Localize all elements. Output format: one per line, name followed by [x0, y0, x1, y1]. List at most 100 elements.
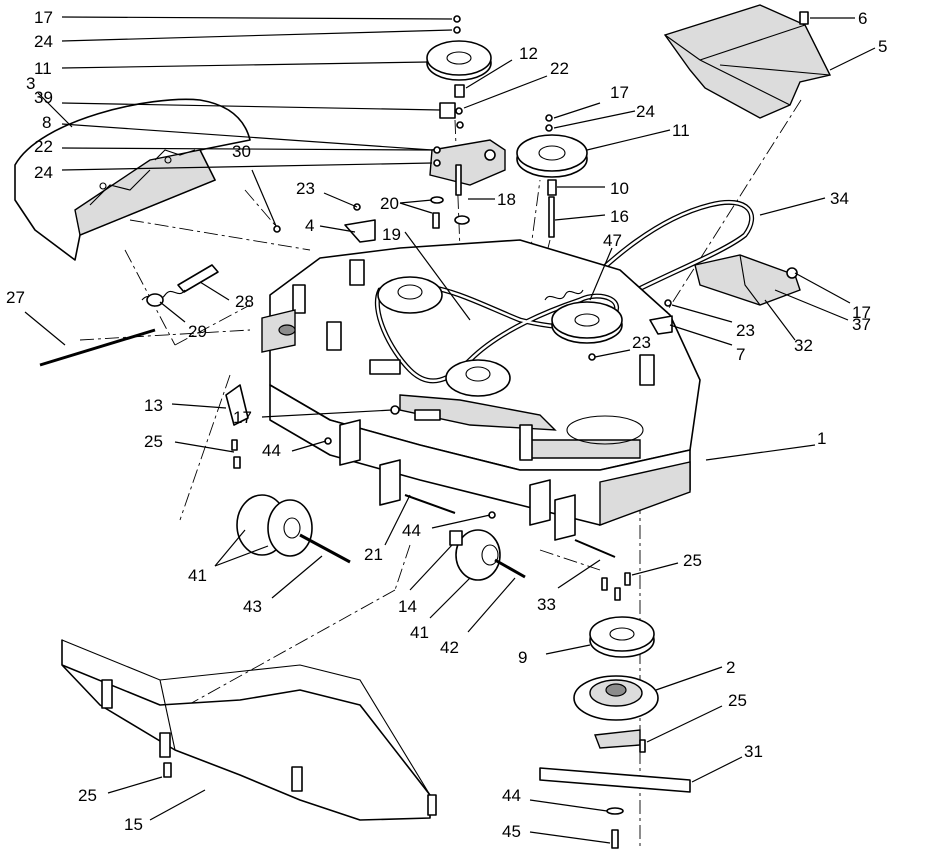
callout-21: 21: [364, 494, 411, 564]
svg-text:11: 11: [672, 121, 690, 140]
spindle-hardware: [601, 572, 646, 849]
label-17-mid: 17: [233, 408, 252, 427]
callout-44-mid: 44: [402, 514, 491, 540]
callout-4: 4: [305, 216, 356, 235]
callout-43: 43: [243, 555, 323, 616]
callout-1: 1: [705, 429, 826, 461]
left-brackets: [225, 384, 576, 541]
bracket-part-32-37: [694, 254, 801, 306]
svg-text:45: 45: [502, 822, 521, 841]
belt-part-34: [565, 199, 755, 313]
callout-24-right: 24: [553, 102, 655, 129]
callout-7: 7: [669, 324, 745, 364]
svg-text:19: 19: [382, 225, 401, 244]
svg-text:20: 20: [380, 194, 399, 213]
callout-9: 9: [518, 644, 591, 667]
bracket-part-13: [225, 384, 249, 426]
callout-39: 39: [34, 88, 441, 111]
svg-text:44: 44: [402, 521, 421, 540]
callout-13: 13: [144, 396, 227, 415]
callout-20: 20: [380, 194, 433, 214]
callout-30: 30: [232, 142, 277, 227]
spindle-pulley-part-9: [589, 616, 655, 658]
svg-text:25: 25: [144, 432, 163, 451]
callout-44-left: 44: [262, 440, 327, 460]
clip-part-6: [799, 11, 809, 25]
svg-text:24: 24: [636, 102, 655, 121]
svg-text:23: 23: [296, 179, 315, 198]
svg-text:23: 23: [632, 333, 651, 352]
wheel-part-41-left: [236, 494, 351, 564]
callout-25-bottom-left: 25: [78, 776, 163, 805]
svg-text:12: 12: [519, 44, 538, 63]
callout-25-right-top: 2525: [631, 551, 702, 576]
callout-22-top: 22: [463, 59, 569, 109]
idler-pulley-part-47: [544, 289, 623, 344]
svg-text:7: 7: [736, 345, 745, 364]
svg-text:4: 4: [305, 216, 314, 235]
svg-text:25: 25: [78, 786, 97, 805]
callout-31: 31: [691, 742, 763, 783]
svg-text:15: 15: [124, 815, 143, 834]
svg-text:25: 25: [728, 691, 747, 710]
pulley-part-11-right: [516, 134, 588, 178]
callout-34: 34: [759, 189, 849, 216]
svg-text:17: 17: [852, 303, 871, 322]
callout-33: 33: [537, 559, 601, 614]
discharge-chute-part-3: [14, 98, 251, 261]
callout-44-bottom: 44: [502, 786, 608, 812]
bracket-part-21: [339, 419, 361, 466]
callout-22-left: 22: [34, 137, 433, 156]
svg-text:41: 41: [410, 623, 429, 642]
rod-part-27: [39, 328, 156, 367]
callout-17-mid: 1717: [233, 408, 393, 427]
pin-part-28: [177, 264, 219, 293]
svg-text:6: 6: [858, 9, 867, 28]
svg-text:24: 24: [34, 32, 53, 51]
svg-text:30: 30: [232, 142, 251, 161]
svg-text:13: 13: [144, 396, 163, 415]
callout-17-right-top: 17: [553, 83, 629, 119]
callout-11-right: 11: [586, 121, 690, 151]
svg-text:34: 34: [830, 189, 849, 208]
svg-text:8: 8: [42, 113, 51, 132]
svg-text:47: 47: [603, 231, 622, 250]
callout-6: 6: [810, 9, 867, 28]
callout-32: 32: [764, 299, 813, 355]
callout-11-top: 11: [34, 59, 429, 78]
svg-text:17: 17: [610, 83, 629, 102]
svg-text:37: 37: [852, 315, 871, 334]
callout-42: 42: [440, 577, 516, 657]
callout-41-left: 41: [188, 529, 269, 585]
callouts: 17 24 11 12 22 39 8 22 24 17 24 11 10 16…: [6, 8, 887, 844]
callout-5: 5: [829, 37, 887, 71]
svg-text:9: 9: [518, 648, 527, 667]
callout-37: 37: [774, 289, 871, 334]
svg-text:25: 25: [683, 551, 702, 570]
svg-text:18: 18: [497, 190, 516, 209]
callout-8: 8: [42, 113, 433, 151]
svg-text:14: 14: [398, 597, 417, 616]
callout-23-mid: 23: [594, 333, 651, 358]
mower-deck-part-1: [261, 239, 701, 527]
callout-25-left: 252525: [144, 432, 235, 453]
callout-47: 47: [589, 231, 622, 301]
idler-arm-part-8: [429, 139, 506, 186]
chute-hardware: [39, 225, 281, 367]
belt-cover-part-5: [663, 4, 832, 119]
discharge-guard-part-15: [61, 639, 437, 821]
callout-10: 10: [557, 179, 629, 198]
svg-text:11: 11: [34, 59, 52, 78]
callout-28: 28: [199, 281, 254, 311]
svg-text:2: 2: [726, 658, 735, 677]
svg-text:32: 32: [794, 336, 813, 355]
svg-text:3: 3: [26, 74, 35, 93]
svg-text:41: 41: [188, 566, 207, 585]
callout-23-right: 23: [671, 304, 755, 340]
callout-23-left: 23: [296, 179, 358, 208]
callout-45: 45: [502, 822, 611, 844]
callout-15: 15: [124, 789, 206, 834]
callout-2: 2: [655, 658, 735, 691]
svg-text:31: 31: [744, 742, 763, 761]
